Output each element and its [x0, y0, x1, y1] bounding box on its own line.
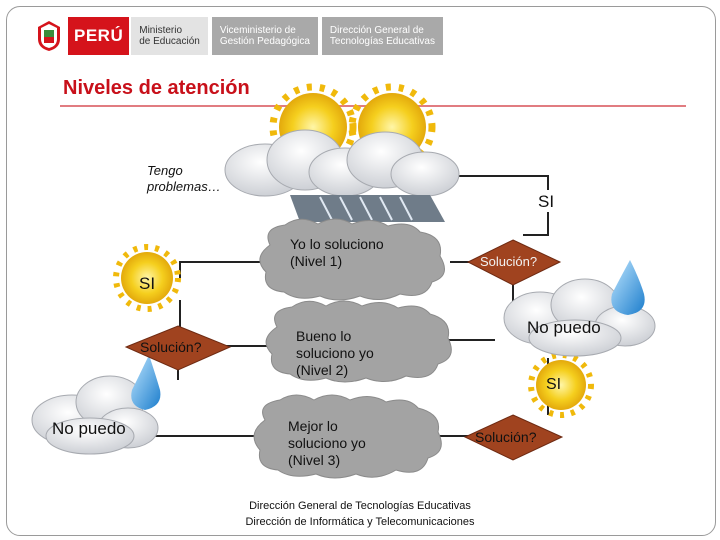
no-label-right: No puedo — [527, 318, 601, 338]
decision-1-label: Solución? — [480, 254, 537, 269]
water-drop-icon — [131, 355, 160, 410]
yes-label-top: SI — [538, 192, 554, 212]
yes-label-right: SI — [546, 376, 561, 394]
footer-line-1: Dirección General de Tecnologías Educati… — [0, 500, 720, 512]
level-2-text: Bueno lo soluciono yo (Nivel 2) — [296, 328, 406, 379]
water-drop-icon — [611, 260, 644, 315]
level-1-text: Yo lo soluciono (Nivel 1) — [290, 236, 400, 270]
rain-icon — [290, 195, 445, 222]
no-label-left: No puedo — [52, 419, 126, 439]
intro-text: Tengo problemas… — [147, 163, 237, 195]
level-3-text: Mejor lo soluciono yo (Nivel 3) — [288, 418, 398, 469]
decision-3-label: Solución? — [475, 429, 537, 445]
decision-2-label: Solución? — [140, 339, 202, 355]
yes-label-left: SI — [139, 274, 155, 294]
footer-line-2: Dirección de Informática y Telecomunicac… — [0, 516, 720, 528]
